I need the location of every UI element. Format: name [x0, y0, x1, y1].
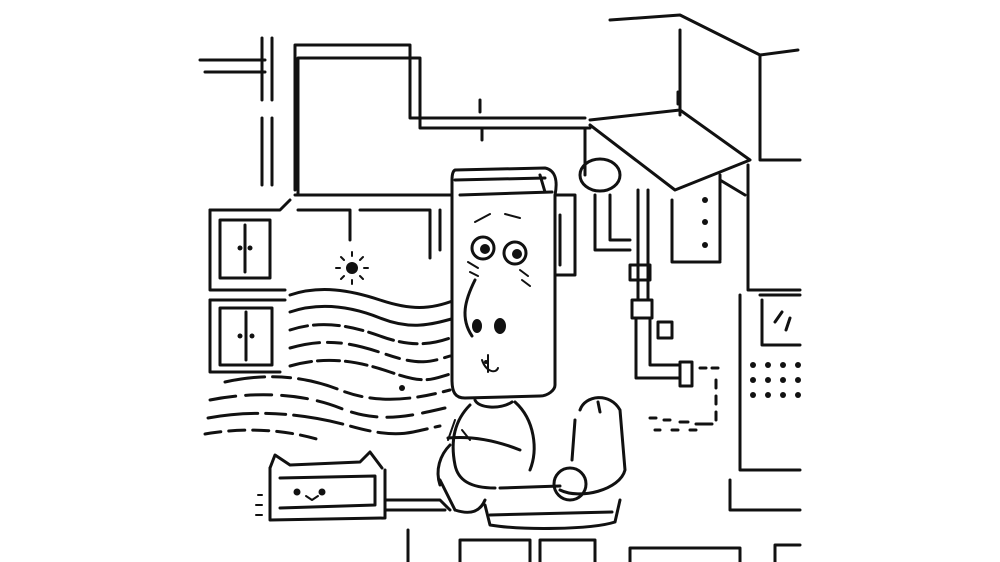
- flowing-waves: [203, 288, 457, 442]
- dot-grid: [750, 362, 801, 398]
- character-head: [450, 166, 558, 400]
- floor-blocks: [406, 528, 802, 562]
- valve-pipe: [578, 157, 694, 388]
- wall-cabinets: [208, 198, 292, 374]
- round-stool-icon: [483, 396, 627, 530]
- right-eye: [502, 240, 528, 266]
- character: [436, 166, 627, 530]
- hood-structure: [588, 13, 802, 292]
- left-eye: [470, 235, 496, 261]
- right-panel: [728, 293, 802, 512]
- left-pipe-stubs: [198, 36, 274, 187]
- character-body: [436, 398, 562, 514]
- sun-burst-lamp-icon: [335, 251, 369, 285]
- cat-icon: [255, 450, 452, 522]
- pipe-network: [293, 43, 650, 302]
- dotted-pipe: [648, 366, 720, 432]
